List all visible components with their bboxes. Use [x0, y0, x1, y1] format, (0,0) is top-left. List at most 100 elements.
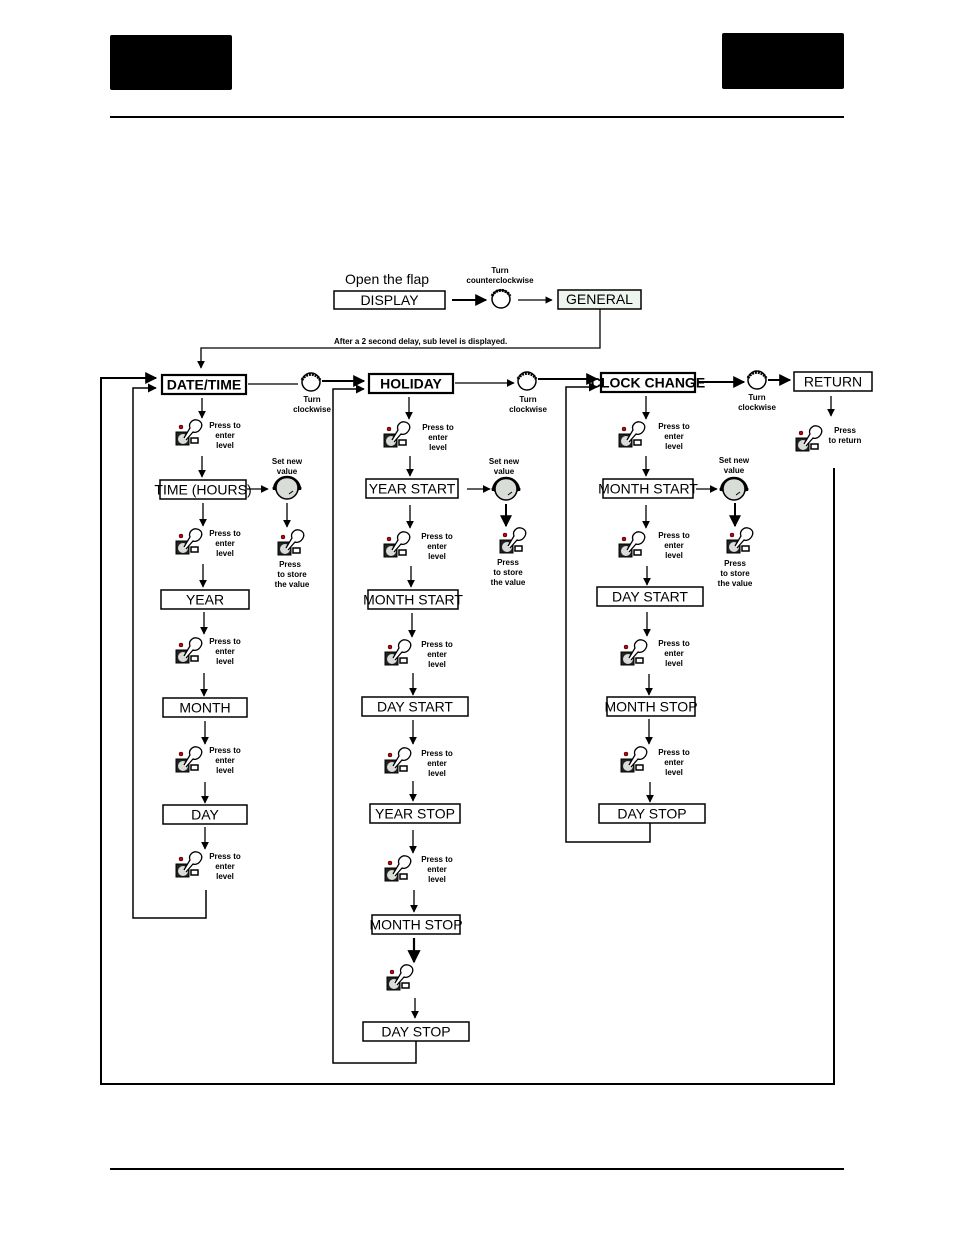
loop-back-line: [332, 384, 417, 1064]
press-store-text: to store: [493, 568, 523, 577]
logo-left: [110, 35, 232, 90]
footer-rule: [110, 1168, 844, 1170]
cc-month-start-box[interactable]: MONTH START: [598, 478, 698, 499]
press-return-text: Press: [834, 426, 856, 435]
press-instruction-text: Press to: [421, 640, 453, 649]
rotary-knob-icon[interactable]: [490, 288, 512, 309]
clock-change-box[interactable]: CLOCK CHANGE: [591, 371, 705, 394]
cc-day-start-box[interactable]: DAY START: [596, 586, 704, 607]
press-instruction-text: enter: [664, 541, 684, 550]
return-box-label: RETURN: [804, 374, 862, 390]
day-start-box[interactable]: DAY START: [361, 696, 469, 717]
press-instruction-text: level: [665, 659, 683, 668]
press-instruction-text: Press to: [209, 529, 241, 538]
press-instruction-text: enter: [215, 647, 235, 656]
press-button-hand-icon[interactable]: [384, 747, 412, 774]
turn-ccw-line1: Turn: [491, 266, 508, 275]
time-hours-box-label: TIME (HOURS): [154, 482, 251, 498]
press-instruction-text: enter: [215, 539, 235, 548]
press-instruction-text: Press to: [209, 637, 241, 646]
time-hours-box[interactable]: TIME (HOURS): [154, 479, 252, 500]
press-button-hand-icon[interactable]: [175, 851, 203, 878]
cc-day-stop-box[interactable]: DAY STOP: [598, 803, 706, 824]
year-box[interactable]: YEAR: [160, 589, 250, 610]
press-instruction-text: enter: [664, 758, 684, 767]
press-button-hand-icon[interactable]: [386, 964, 414, 991]
press-button-hand-icon[interactable]: [384, 855, 412, 882]
press-instruction-text: Press to: [421, 855, 453, 864]
press-instruction-text: level: [428, 660, 446, 669]
press-instruction-text: level: [216, 549, 234, 558]
month-start-box-label: MONTH START: [363, 592, 463, 608]
press-instruction-text: Press to: [421, 532, 453, 541]
press-button-hand-icon[interactable]: [277, 529, 305, 556]
day-box[interactable]: DAY: [162, 804, 248, 825]
year-start-box-label: YEAR START: [369, 481, 456, 497]
press-instruction-text: level: [216, 657, 234, 666]
date-time-box[interactable]: DATE/TIME: [160, 373, 248, 396]
press-instruction-text: enter: [427, 865, 447, 874]
press-return-text: to return: [829, 436, 862, 445]
day-stop-box[interactable]: DAY STOP: [362, 1021, 470, 1042]
rotary-knob-icon[interactable]: [746, 370, 768, 390]
press-button-hand-icon[interactable]: [175, 746, 203, 773]
cc-month-stop-box-label: MONTH STOP: [604, 699, 697, 715]
day-start-box-label: DAY START: [377, 699, 453, 715]
press-store-text: Press: [497, 558, 519, 567]
display-box[interactable]: DISPLAY: [333, 290, 446, 310]
header-rule: [110, 116, 844, 118]
press-store-text: the value: [491, 578, 526, 587]
press-store-text: the value: [275, 580, 310, 589]
turn-clockwise-text: Turn: [748, 393, 765, 402]
press-instruction-text: enter: [215, 862, 235, 871]
holiday-box[interactable]: HOLIDAY: [367, 372, 455, 395]
press-button-hand-icon[interactable]: [383, 421, 411, 448]
press-button-hand-icon[interactable]: [618, 531, 646, 558]
month-stop-box[interactable]: MONTH STOP: [369, 914, 463, 935]
return-box[interactable]: RETURN: [793, 371, 873, 392]
month-start-box[interactable]: MONTH START: [363, 589, 463, 610]
loop-back-line: [565, 382, 651, 843]
delay-note: After a 2 second delay, sub level is dis…: [334, 337, 507, 346]
press-button-hand-icon[interactable]: [383, 531, 411, 558]
press-button-hand-icon[interactable]: [175, 528, 203, 555]
rotary-knob-icon[interactable]: [272, 475, 302, 500]
year-stop-box[interactable]: YEAR STOP: [369, 803, 461, 824]
month-box[interactable]: MONTH: [162, 697, 248, 718]
press-instruction-text: Press to: [209, 852, 241, 861]
rotary-knob-icon[interactable]: [491, 476, 521, 501]
press-button-hand-icon[interactable]: [726, 527, 754, 554]
set-new-value-text: Set new: [719, 456, 750, 465]
rotary-knob-icon[interactable]: [300, 372, 322, 392]
year-box-label: YEAR: [186, 592, 224, 608]
turn-clockwise-text: clockwise: [293, 405, 331, 414]
press-instruction-text: Press to: [422, 423, 454, 432]
press-button-hand-icon[interactable]: [620, 746, 648, 773]
set-new-value-text: value: [724, 466, 745, 475]
rotary-knob-icon[interactable]: [516, 371, 538, 391]
press-instruction-text: level: [665, 551, 683, 560]
set-new-value-text: value: [494, 467, 515, 476]
rotary-knob-icon[interactable]: [719, 476, 749, 501]
press-instruction-text: level: [428, 875, 446, 884]
year-start-box[interactable]: YEAR START: [365, 478, 459, 499]
press-instruction-text: enter: [664, 649, 684, 658]
press-button-hand-icon[interactable]: [175, 419, 203, 446]
press-button-hand-icon[interactable]: [499, 527, 527, 554]
cc-month-stop-box[interactable]: MONTH STOP: [604, 696, 698, 717]
press-instruction-text: level: [429, 443, 447, 452]
press-button-hand-icon[interactable]: [175, 637, 203, 664]
press-button-hand-icon[interactable]: [620, 639, 648, 666]
press-instruction-text: level: [428, 552, 446, 561]
turn-clockwise-text: clockwise: [509, 405, 547, 414]
press-button-hand-icon[interactable]: [618, 421, 646, 448]
general-box[interactable]: GENERAL: [557, 289, 642, 310]
press-button-hand-icon[interactable]: [795, 425, 823, 452]
press-instruction-text: level: [216, 766, 234, 775]
press-store-text: the value: [718, 579, 753, 588]
set-new-value-text: Set new: [272, 457, 303, 466]
press-instruction-text: level: [428, 769, 446, 778]
press-instruction-text: level: [216, 872, 234, 881]
press-button-hand-icon[interactable]: [384, 639, 412, 666]
